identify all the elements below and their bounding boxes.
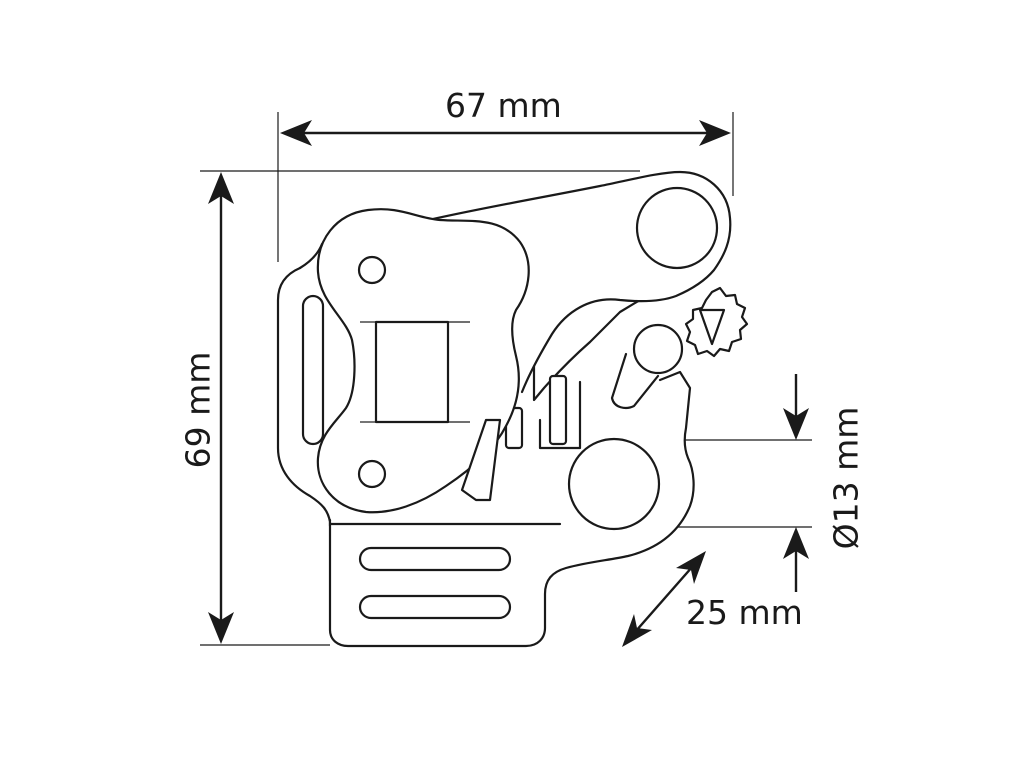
dimension-arrows <box>208 120 809 647</box>
cam-window <box>374 320 450 424</box>
lower-pulley <box>567 437 661 531</box>
cam-tooth <box>460 418 502 502</box>
thickness-dimension-label: 25 mm <box>686 593 803 632</box>
buckle-slot-upper <box>358 546 512 572</box>
diameter-dimension-label: Ø13 mm <box>826 406 866 550</box>
height-dimension-label: 69 mm <box>178 351 218 469</box>
buckle-slot-lower <box>358 594 512 620</box>
knob-slot <box>698 308 726 346</box>
upper-pulley <box>635 186 719 270</box>
cam-rivet-bottom <box>357 459 387 489</box>
cam-rivet-top <box>357 255 387 285</box>
width-dimension-label: 67 mm <box>445 86 562 125</box>
inner-slot-right <box>548 374 568 446</box>
locking-pin <box>632 323 684 375</box>
locking-pin-body <box>610 352 660 409</box>
side-slot <box>301 294 325 446</box>
